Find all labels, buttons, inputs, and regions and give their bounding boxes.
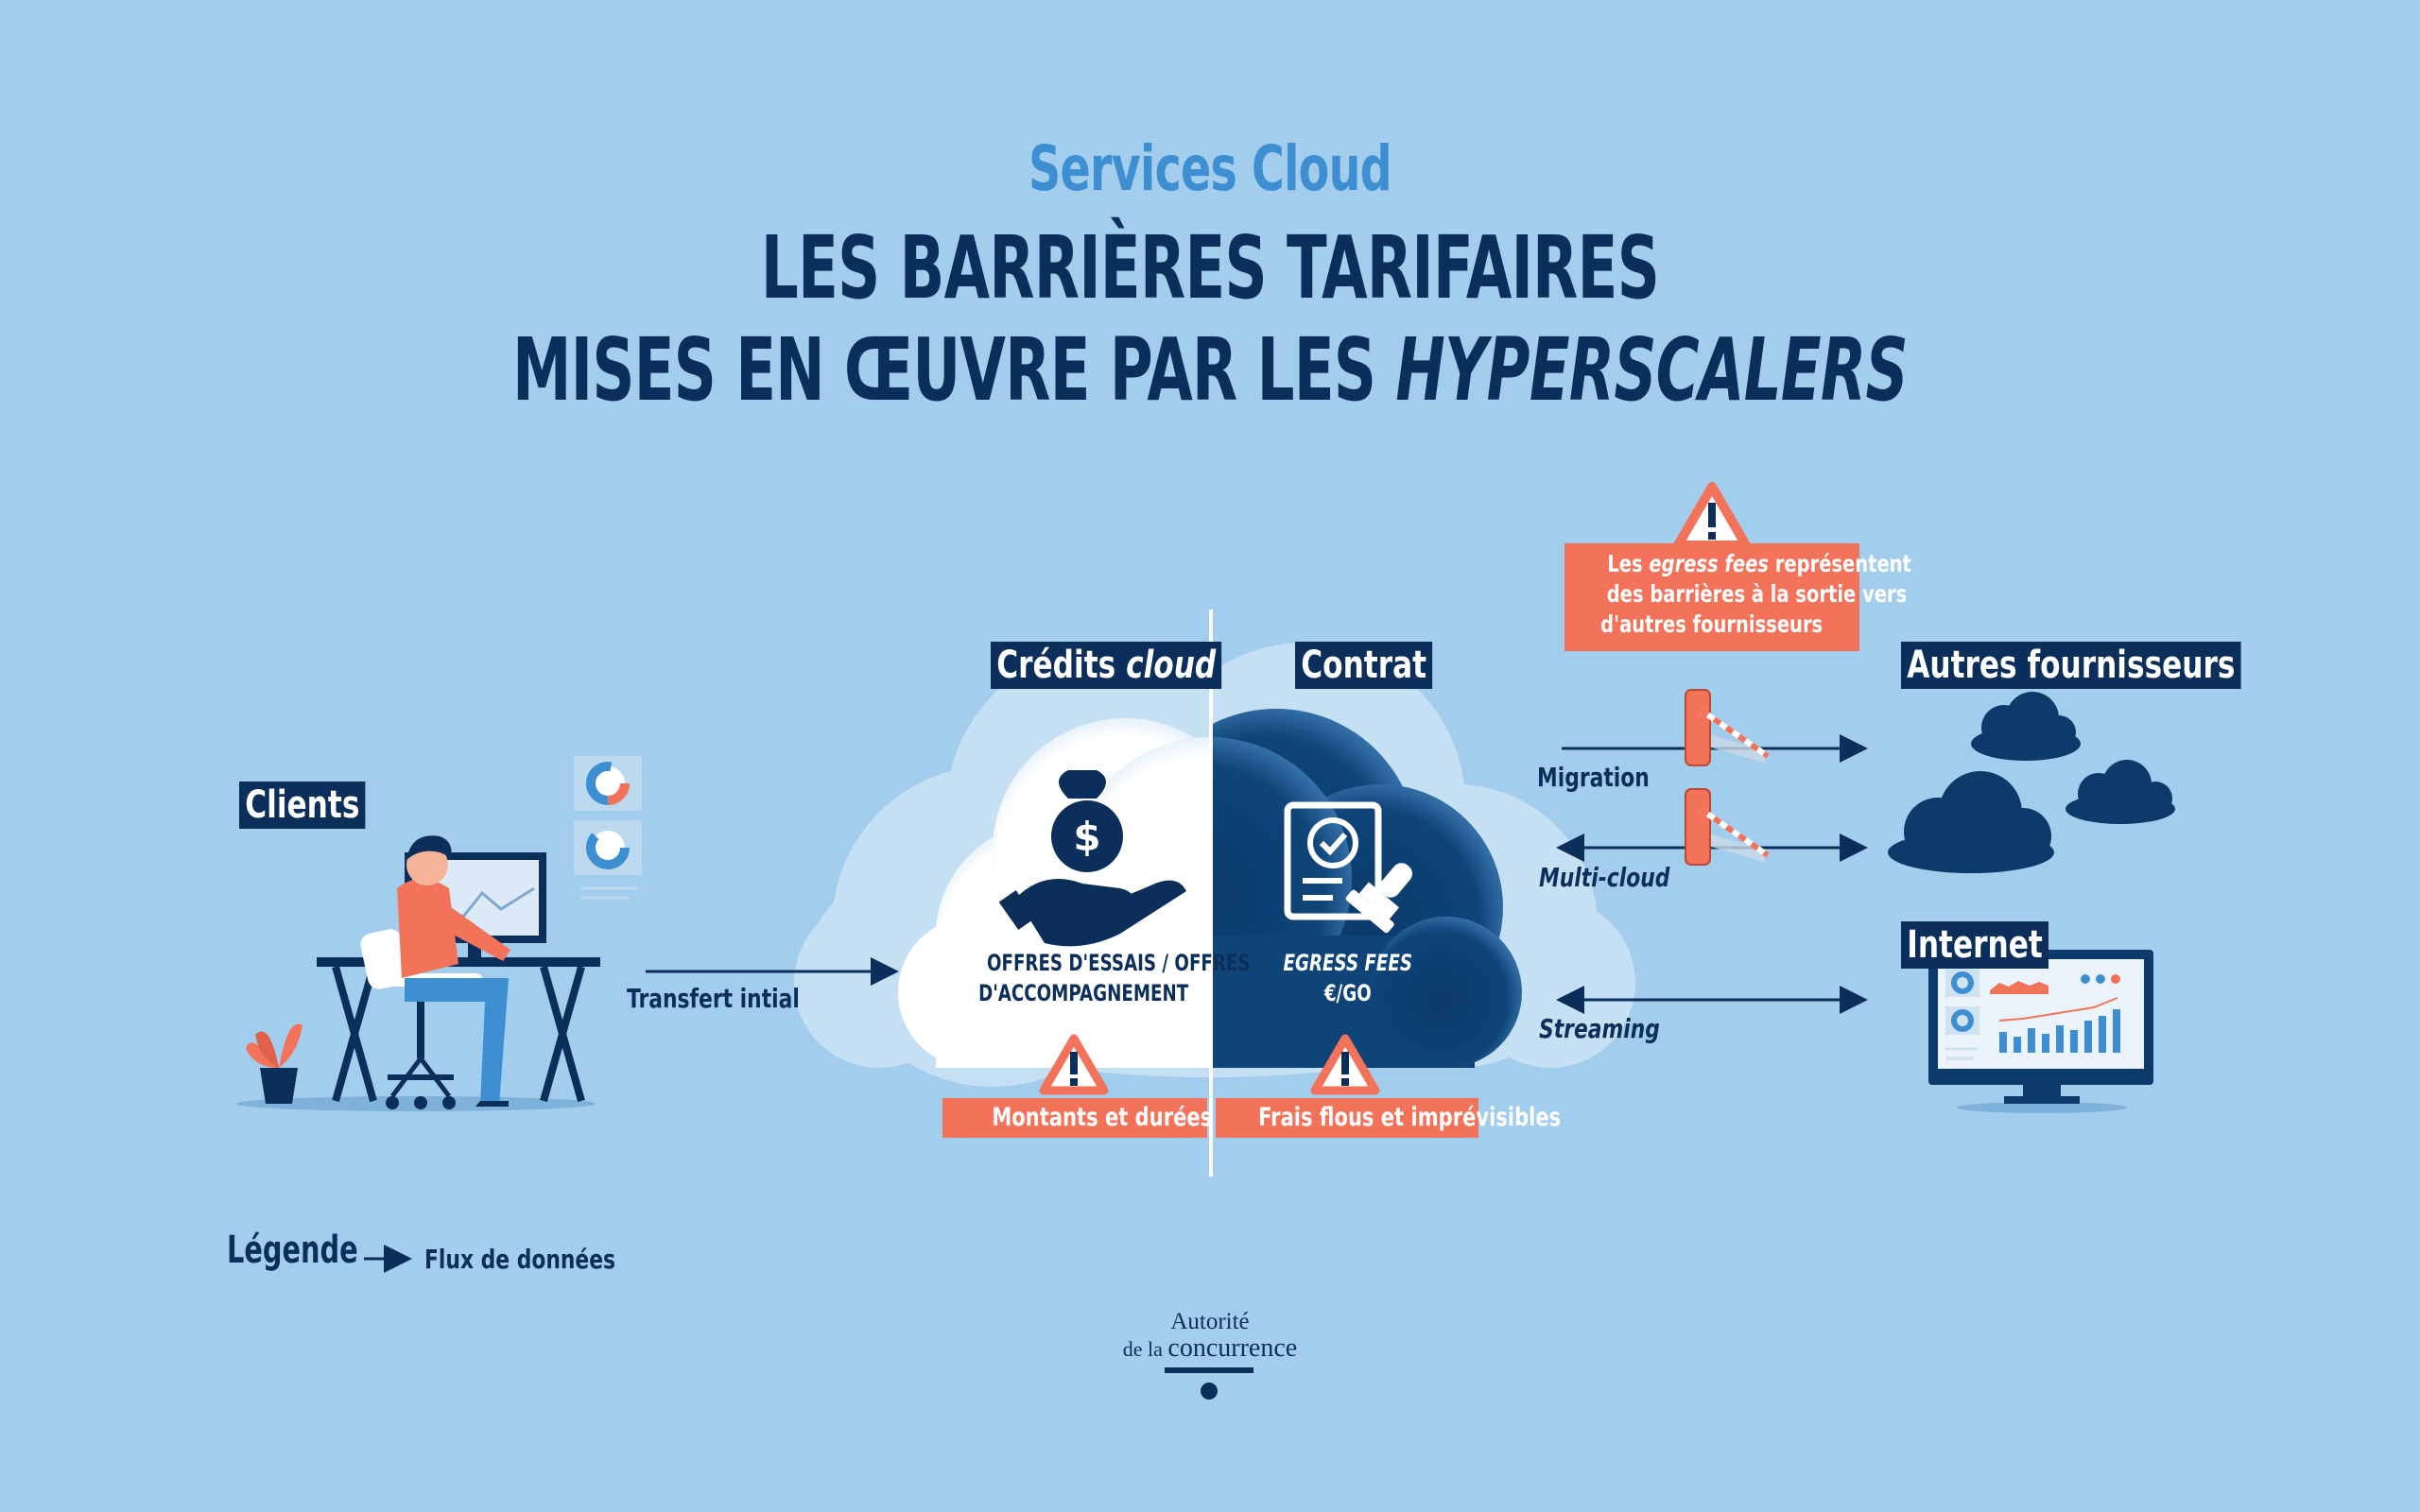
header-subtitle: Services Cloud — [1028, 132, 1392, 205]
cloud-left-line1: OFFRES D'ESSAIS / OFFRES — [986, 950, 1251, 976]
node-credits-cloud: Crédits cloud — [991, 642, 1222, 689]
node-contrat: Contrat — [1295, 642, 1433, 689]
flow-label-multicloud: Multi-cloud — [1539, 862, 1670, 893]
warning-box-egress: Les egress fees représentent des barrièr… — [1564, 543, 1911, 651]
warning-triangle-icon-left — [1039, 1034, 1109, 1095]
cloud-right-line1: EGRESS FEES — [1283, 950, 1413, 976]
egress-line1-suffix: représentent — [1768, 550, 1911, 577]
egress-line3: d'autres fournisseurs — [1600, 610, 1824, 638]
logo-line2: de la concurrence — [1068, 1335, 1352, 1363]
cloud-right-text: EGRESS FEES €/GO — [1216, 948, 1480, 1008]
svg-text:$: $ — [1073, 814, 1100, 860]
money-hand-icon: $ — [998, 770, 1186, 947]
warning-right-text: Frais flous et imprévisibles — [1258, 1103, 1562, 1132]
logo-line1: Autorité — [1170, 1309, 1250, 1334]
egress-line1-emph: egress fees — [1649, 550, 1769, 577]
contract-document-icon — [1284, 801, 1413, 934]
client-person-illustration — [236, 756, 642, 1111]
logo-text: Autorité de la concurrence — [1068, 1309, 1352, 1363]
barrier-migration-icon — [1685, 689, 1770, 766]
warning-triangle-icon-egress — [1673, 482, 1751, 550]
flow-label-transfert: Transfert intial — [627, 983, 800, 1014]
header-title-line2-prefix: MISES EN ŒUVRE PAR LES — [512, 319, 1396, 421]
header-title-line2-emph: HYPERSCALERS — [1395, 319, 1908, 421]
cloud-left-line2: D'ACCOMPAGNEMENT — [978, 980, 1189, 1006]
header-title-line2: MISES EN ŒUVRE PAR LES HYPERSCALERS — [388, 327, 2033, 414]
warning-box-left: Montants et durées importants — [942, 1098, 1343, 1138]
warning-box-right: Frais flous et imprévisibles — [1216, 1098, 1561, 1138]
node-credits-emph: cloud — [1126, 644, 1217, 687]
logo-mark-icon — [1165, 1367, 1253, 1400]
egress-line1-prefix: Les — [1607, 550, 1650, 577]
node-clients: Clients — [239, 782, 366, 829]
warning-triangle-icon-right — [1310, 1034, 1380, 1095]
egress-line2: des barrières à la sortie vers — [1606, 580, 1908, 608]
flow-label-migration: Migration — [1537, 762, 1650, 793]
other-providers-clouds-icon — [1888, 692, 2175, 873]
cloud-left-half — [898, 718, 1210, 1068]
logo-line2-main: concurrence — [1167, 1333, 1298, 1363]
egress-line1: Les egress fees représentent — [1607, 549, 1911, 579]
barrier-multicloud-icon — [1685, 788, 1770, 866]
cloud-left-text: OFFRES D'ESSAIS / OFFRES D'ACCOMPAGNEMEN… — [945, 948, 1250, 1008]
flow-label-streaming: Streaming — [1539, 1013, 1660, 1044]
node-autres-fournisseurs: Autres fournisseurs — [1901, 642, 2241, 689]
legend-title: Légende — [227, 1228, 358, 1272]
internet-monitor-icon — [1928, 950, 2153, 1113]
node-credits-prefix: Crédits — [996, 644, 1127, 687]
node-internet: Internet — [1901, 921, 2049, 969]
header-title-line1: LES BARRIÈRES TARIFAIRES — [760, 217, 1660, 318]
legend-item-text: Flux de données — [424, 1244, 616, 1275]
logo-line2-prefix: de la — [1122, 1337, 1168, 1361]
cloud-right-line2: €/GO — [1324, 980, 1372, 1006]
